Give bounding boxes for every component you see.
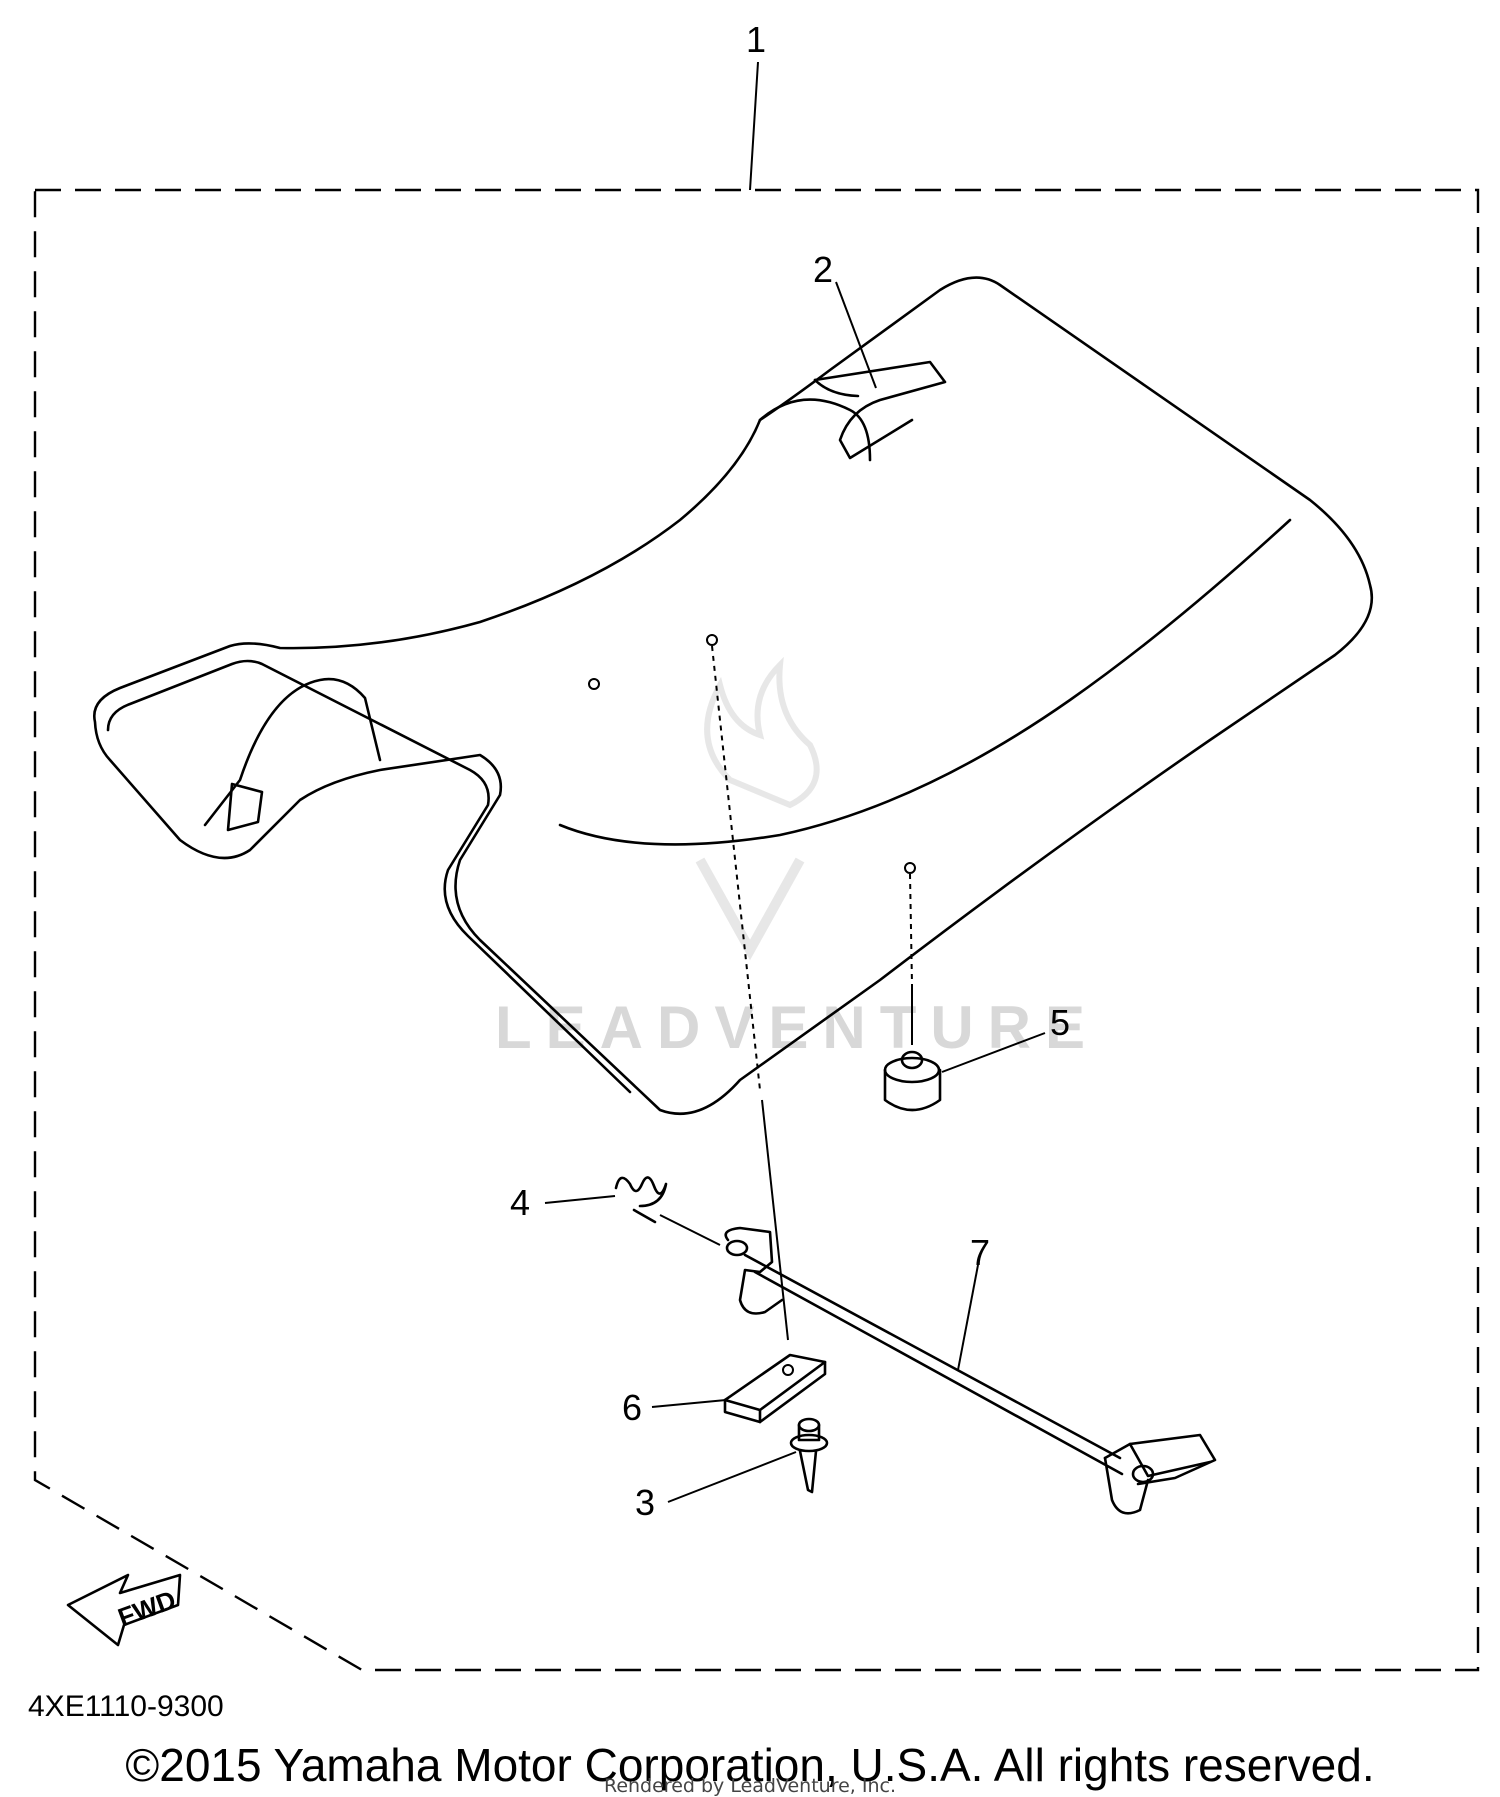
seat-hole-3 [904, 862, 916, 874]
copyright-notice: ©2015 Yamaha Motor Corporation, U.S.A. A… [125, 1739, 1375, 1791]
seat-rim-inner [106, 659, 632, 1094]
callout-3: 3 [635, 1482, 655, 1523]
callout-2: 2 [813, 249, 833, 290]
assembly-boundary [33, 188, 1480, 1672]
leader-line-4 [544, 1195, 616, 1204]
seat-front-wall [203, 677, 382, 827]
rendered-by-credit: Rendered by LeadVenture, Inc. [603, 1775, 897, 1797]
seat-outline [93, 276, 1374, 1115]
leader-line-1 [749, 61, 759, 191]
callout-6: 6 [622, 1387, 642, 1428]
seat-hole-1 [588, 678, 600, 690]
leader-line-2 [835, 281, 877, 389]
part-3-rivet [789, 1417, 829, 1494]
watermark-text: LEADVENTURE [495, 994, 1099, 1061]
watermark-logo [695, 656, 820, 961]
diagram-code: 4XE1110-9300 [28, 1690, 224, 1723]
seat-hump [758, 398, 872, 462]
leader-line-7 [957, 1264, 979, 1371]
hidden-line-damper [909, 873, 913, 986]
part-6-pad [723, 1353, 827, 1424]
part-5-damper [883, 1050, 942, 1112]
seat-seam [558, 518, 1292, 846]
guide-line-spring [659, 1214, 721, 1246]
fwd-arrow-icon: FWD [66, 1573, 182, 1647]
seat-hole-2 [706, 634, 718, 646]
leader-line-6 [651, 1399, 727, 1408]
seat [93, 276, 1374, 1115]
leader-line-3 [667, 1451, 797, 1503]
part-7-rod [724, 1226, 1217, 1515]
callout-5: 5 [1050, 1002, 1070, 1043]
part-2-strap [813, 360, 947, 460]
leader-line-5 [941, 1032, 1046, 1073]
callout-4: 4 [510, 1182, 530, 1223]
part-4-spring [614, 1176, 668, 1224]
guide-line-pin [761, 1099, 789, 1341]
callout-7: 7 [970, 1232, 990, 1273]
seat-front-notch [226, 782, 264, 832]
hidden-line-pin [711, 645, 761, 1091]
callout-1: 1 [746, 19, 766, 60]
